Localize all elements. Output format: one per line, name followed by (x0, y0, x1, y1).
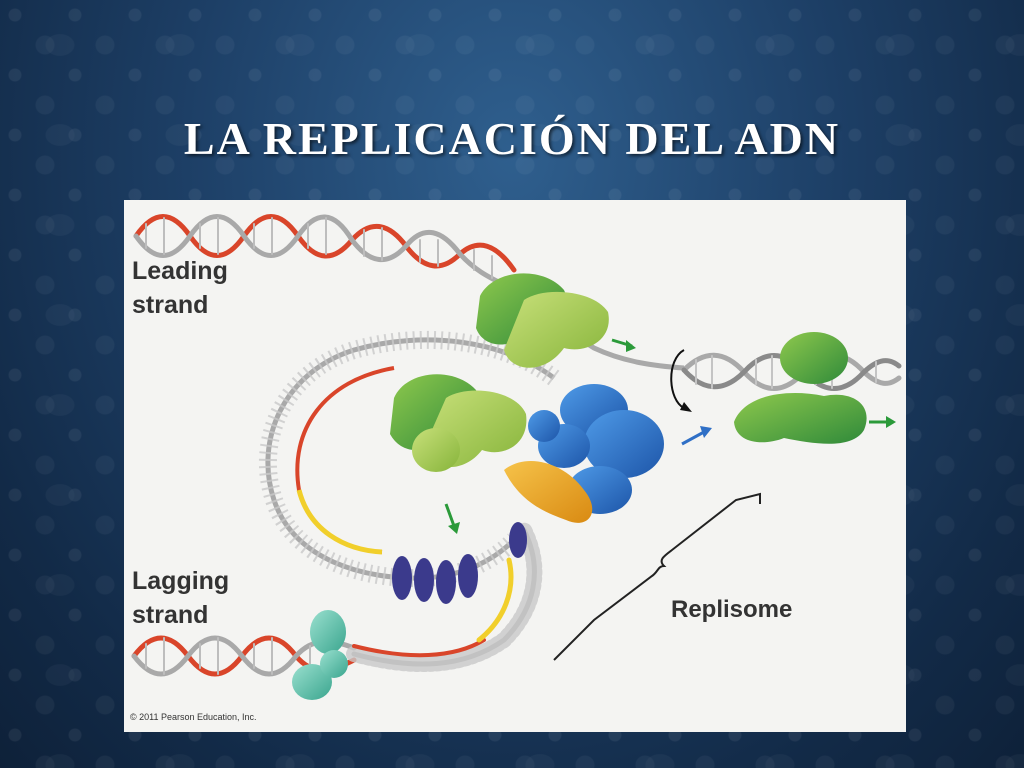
leading-strand-helix (133, 214, 517, 293)
lagging-dna-polymerase (390, 374, 527, 472)
lagging-label-line2: strand (132, 601, 209, 629)
lagging-label-line1: Lagging (132, 567, 230, 595)
leading-label-line1: Leading (132, 257, 228, 285)
replication-diagram-svg (131, 214, 902, 700)
direction-arrows (444, 338, 896, 534)
slide-title: LA REPLICACIÓN DEL ADN (183, 113, 841, 164)
topoisomerase (734, 332, 867, 444)
lagging-strand-label: Lagging strand (132, 564, 229, 632)
replisome-bracket (553, 492, 761, 661)
dna-replication-figure: Leading strand Lagging strand Replisome … (124, 200, 906, 732)
single-strand-binding-proteins (392, 522, 527, 604)
lagging-strand-helix (131, 522, 543, 677)
rotation-arrow (670, 349, 685, 409)
dna-ligase (292, 610, 348, 700)
primase (504, 460, 593, 523)
leading-dna-polymerase (476, 273, 609, 368)
leading-label-line2: strand (132, 291, 209, 319)
replisome-label: Replisome (671, 596, 793, 623)
leading-strand-label: Leading strand (132, 254, 228, 322)
copyright-notice: © 2011 Pearson Education, Inc. (130, 712, 257, 722)
